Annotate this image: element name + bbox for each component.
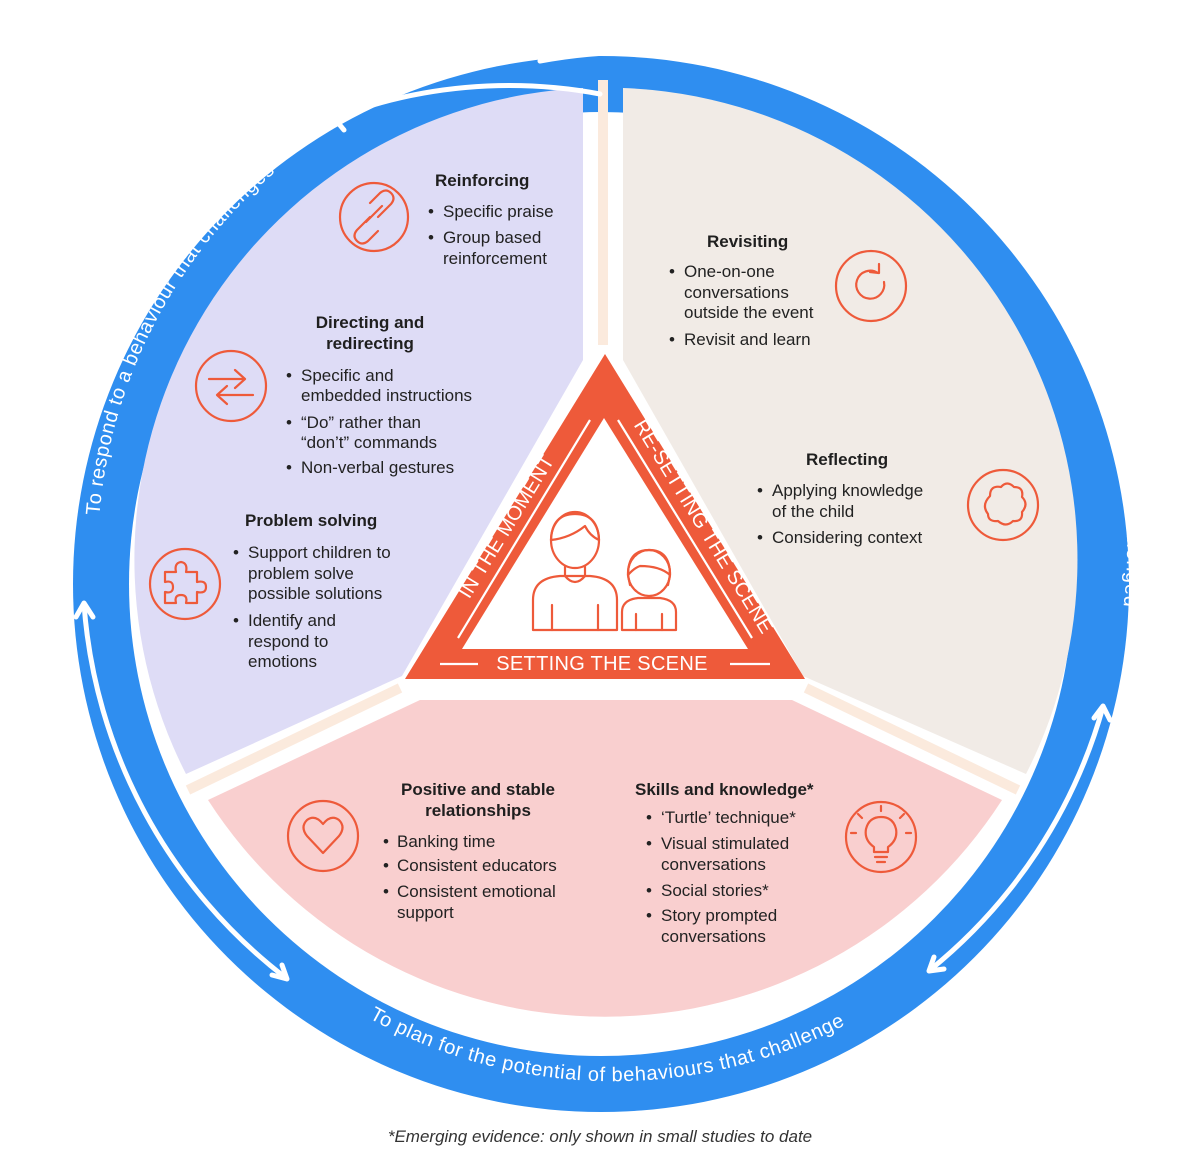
bullet-marker: • xyxy=(383,832,389,851)
directing-title-line2: redirecting xyxy=(326,334,414,353)
list-item: “don’t” commands xyxy=(301,433,437,452)
list-item: respond to xyxy=(248,632,328,651)
thought-cloud-icon xyxy=(966,468,1040,542)
list-item: possible solutions xyxy=(248,584,382,603)
bullet-marker: • xyxy=(383,856,389,875)
list-item: Story prompted xyxy=(661,906,777,925)
list-item: Social stories* xyxy=(661,881,769,900)
list-item: embedded instructions xyxy=(301,386,472,405)
list-item: Support children to xyxy=(248,543,391,562)
ring-arrows xyxy=(73,49,1113,982)
list-item: Visual stimulated xyxy=(661,834,789,853)
bullet-marker: • xyxy=(286,458,292,477)
section-problem-solving: Problem solving • Support children to pr… xyxy=(148,511,391,671)
list-item: problem solve xyxy=(248,564,354,583)
section-reinforcing: Reinforcing • Specific praise • Group ba… xyxy=(338,171,554,268)
list-item: of the child xyxy=(772,502,854,521)
section-revisiting: Revisiting • One-on-one conversations ou… xyxy=(669,232,908,349)
bullet-marker: • xyxy=(428,202,434,221)
list-item: Consistent educators xyxy=(397,856,557,875)
bullet-marker: • xyxy=(646,834,652,853)
list-item: conversations xyxy=(684,283,789,302)
bullet-marker: • xyxy=(428,228,434,247)
section-directing: Directing and redirecting • Specific and… xyxy=(194,313,472,477)
reinforcing-title: Reinforcing xyxy=(435,171,529,190)
reflecting-title: Reflecting xyxy=(806,450,888,469)
list-item: Revisit and learn xyxy=(684,330,811,349)
bullet-marker: • xyxy=(669,330,675,349)
list-item: Group based xyxy=(443,228,541,247)
list-item: Specific and xyxy=(301,366,394,385)
exchange-arrows-icon xyxy=(194,349,268,423)
list-item: Applying knowledge xyxy=(772,481,923,500)
arrow-top-right xyxy=(537,49,775,73)
bullet-marker: • xyxy=(286,366,292,385)
footnote: *Emerging evidence: only shown in small … xyxy=(387,1127,813,1146)
adult-and-child-icon xyxy=(531,510,678,632)
bullet-marker: • xyxy=(646,881,652,900)
list-item: Identify and xyxy=(248,611,336,630)
link-icon xyxy=(338,181,410,253)
refresh-icon xyxy=(834,249,908,323)
list-item: Non-verbal gestures xyxy=(301,458,454,477)
revisiting-title: Revisiting xyxy=(707,232,788,251)
triangle-label-setting-the-scene: SETTING THE SCENE xyxy=(496,653,707,675)
sector-respond xyxy=(134,88,583,774)
list-item: conversations xyxy=(661,927,766,946)
bullet-marker: • xyxy=(669,262,675,281)
section-reflecting: Reflecting • Applying knowledge of the c… xyxy=(757,450,1040,547)
section-skills: Skills and knowledge* • ‘Turtle’ techniq… xyxy=(635,780,918,946)
bullet-marker: • xyxy=(286,413,292,432)
list-item: reinforcement xyxy=(443,249,547,268)
arrow-left xyxy=(81,601,289,981)
lightbulb-icon xyxy=(844,800,918,874)
list-item: One-on-one xyxy=(684,262,775,281)
bullet-marker: • xyxy=(646,906,652,925)
arrow-right xyxy=(927,704,1106,973)
list-item: “Do” rather than xyxy=(301,413,421,432)
bullet-marker: • xyxy=(757,528,763,547)
list-item: Considering context xyxy=(772,528,923,547)
sector-prevent xyxy=(623,88,1078,774)
list-item: emotions xyxy=(248,652,317,671)
directing-title: Directing and xyxy=(316,313,425,332)
heart-icon xyxy=(286,799,360,873)
relationships-title: Positive and stable xyxy=(401,780,555,799)
bullet-marker: • xyxy=(646,808,652,827)
list-item: Specific praise xyxy=(443,202,554,221)
list-item: outside the event xyxy=(684,303,814,322)
list-item: Consistent emotional xyxy=(397,882,556,901)
arrow-top-left xyxy=(331,83,603,121)
relationships-title-line2: relationships xyxy=(425,801,531,820)
list-item: ‘Turtle’ technique* xyxy=(661,808,796,827)
puzzle-icon xyxy=(148,547,222,621)
sector-plan xyxy=(208,700,1002,1017)
list-item: conversations xyxy=(661,855,766,874)
sector-dividers xyxy=(185,80,1021,795)
bullet-marker: • xyxy=(383,882,389,901)
bullet-marker: • xyxy=(233,543,239,562)
list-item: Banking time xyxy=(397,832,495,851)
list-item: support xyxy=(397,903,454,922)
problem-solving-title: Problem solving xyxy=(245,511,377,530)
bullet-marker: • xyxy=(233,611,239,630)
section-relationships: Positive and stable relationships • Bank… xyxy=(286,780,557,922)
skills-title: Skills and knowledge* xyxy=(635,780,814,799)
bullet-marker: • xyxy=(757,481,763,500)
